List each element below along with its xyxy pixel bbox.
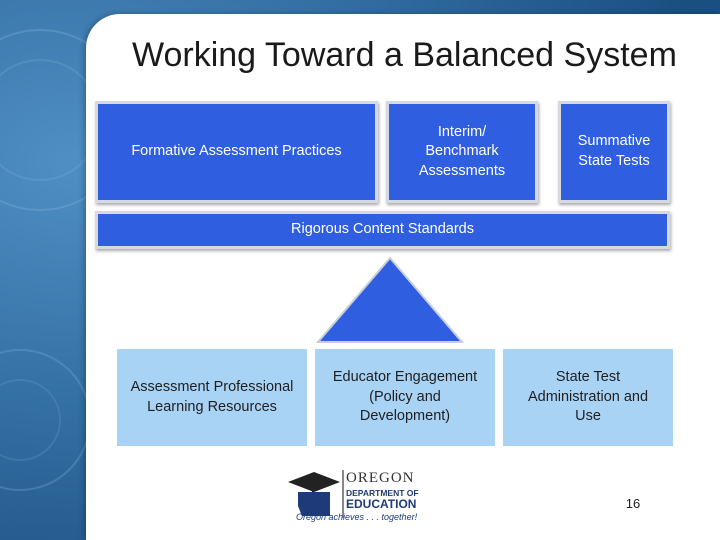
- state-test-admin-label: State Test Administration and Use: [527, 369, 649, 425]
- logo-line-oregon: OREGON: [346, 470, 415, 486]
- logo-line-department: DEPARTMENT OF: [346, 488, 419, 498]
- slide-title: Working Toward a Balanced System: [132, 36, 677, 74]
- formative-assessment-box: Formative Assessment Practices: [95, 101, 378, 203]
- logo-tagline: Oregon achieves . . . together!: [296, 512, 418, 522]
- graduation-cap-state-icon: [288, 472, 340, 516]
- state-test-admin-box: State Test Administration and Use: [500, 346, 676, 449]
- oregon-education-logo: [284, 468, 424, 524]
- summative-tests-label: Summative State Tests: [577, 133, 651, 169]
- content-standards-bar: Rigorous Content Standards: [95, 211, 670, 249]
- professional-learning-box: Assessment Professional Learning Resourc…: [114, 346, 310, 449]
- page-number: 16: [625, 496, 641, 511]
- interim-benchmark-label: Interim/ Benchmark Assessments: [418, 123, 506, 179]
- interim-benchmark-box: Interim/ Benchmark Assessments: [386, 101, 538, 203]
- educator-engagement-label: Educator Engagement (Policy and Developm…: [332, 369, 478, 425]
- fulcrum-triangle: [316, 256, 464, 343]
- summative-tests-box: Summative State Tests: [558, 101, 670, 203]
- educator-engagement-box: Educator Engagement (Policy and Developm…: [312, 346, 498, 449]
- logo-line-education: EDUCATION: [346, 497, 417, 511]
- formative-assessment-label: Formative Assessment Practices: [131, 143, 342, 160]
- professional-learning-label: Assessment Professional Learning Resourc…: [130, 378, 294, 415]
- content-standards-label: Rigorous Content Standards: [291, 221, 474, 238]
